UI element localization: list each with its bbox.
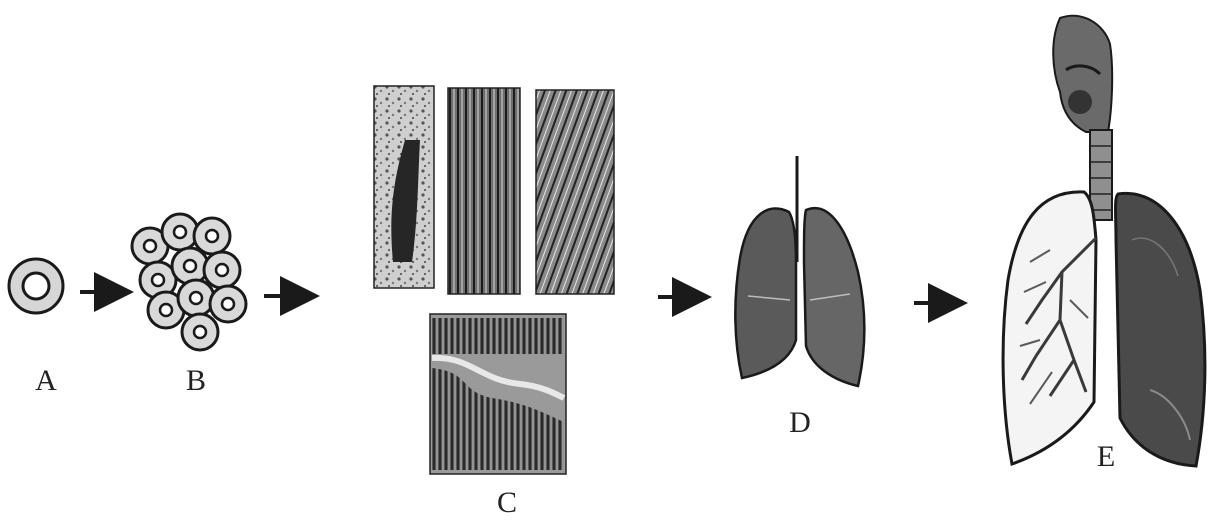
label-d: D — [789, 406, 811, 439]
cluster-cell-nucleus — [206, 230, 218, 242]
cell-cluster-b-icon — [132, 214, 246, 350]
cluster-cell-nucleus — [216, 264, 228, 276]
label-b: B — [186, 364, 206, 397]
cluster-cell-nucleus — [194, 326, 206, 338]
label-c: C — [497, 486, 517, 519]
cell-a-icon — [9, 259, 63, 313]
cluster-cell-nucleus — [190, 292, 202, 304]
cluster-cell-nucleus — [160, 304, 172, 316]
lungs-d-icon — [735, 156, 864, 386]
cluster-cell-nucleus — [152, 274, 164, 286]
epithelial-tissue-panel — [430, 314, 566, 474]
connective-tissue-panel — [536, 90, 614, 294]
label-a: A — [35, 364, 57, 397]
muscle-tissue-panel — [448, 88, 520, 294]
tissue-group-c — [374, 86, 614, 474]
cluster-cell-nucleus — [174, 226, 186, 238]
cluster-cell-nucleus — [222, 298, 234, 310]
nervous-tissue-panel — [374, 86, 434, 288]
respiratory-system-e-icon — [1003, 16, 1205, 466]
label-e: E — [1097, 440, 1115, 473]
cluster-cell-nucleus — [184, 260, 196, 272]
cluster-cell-nucleus — [144, 240, 156, 252]
